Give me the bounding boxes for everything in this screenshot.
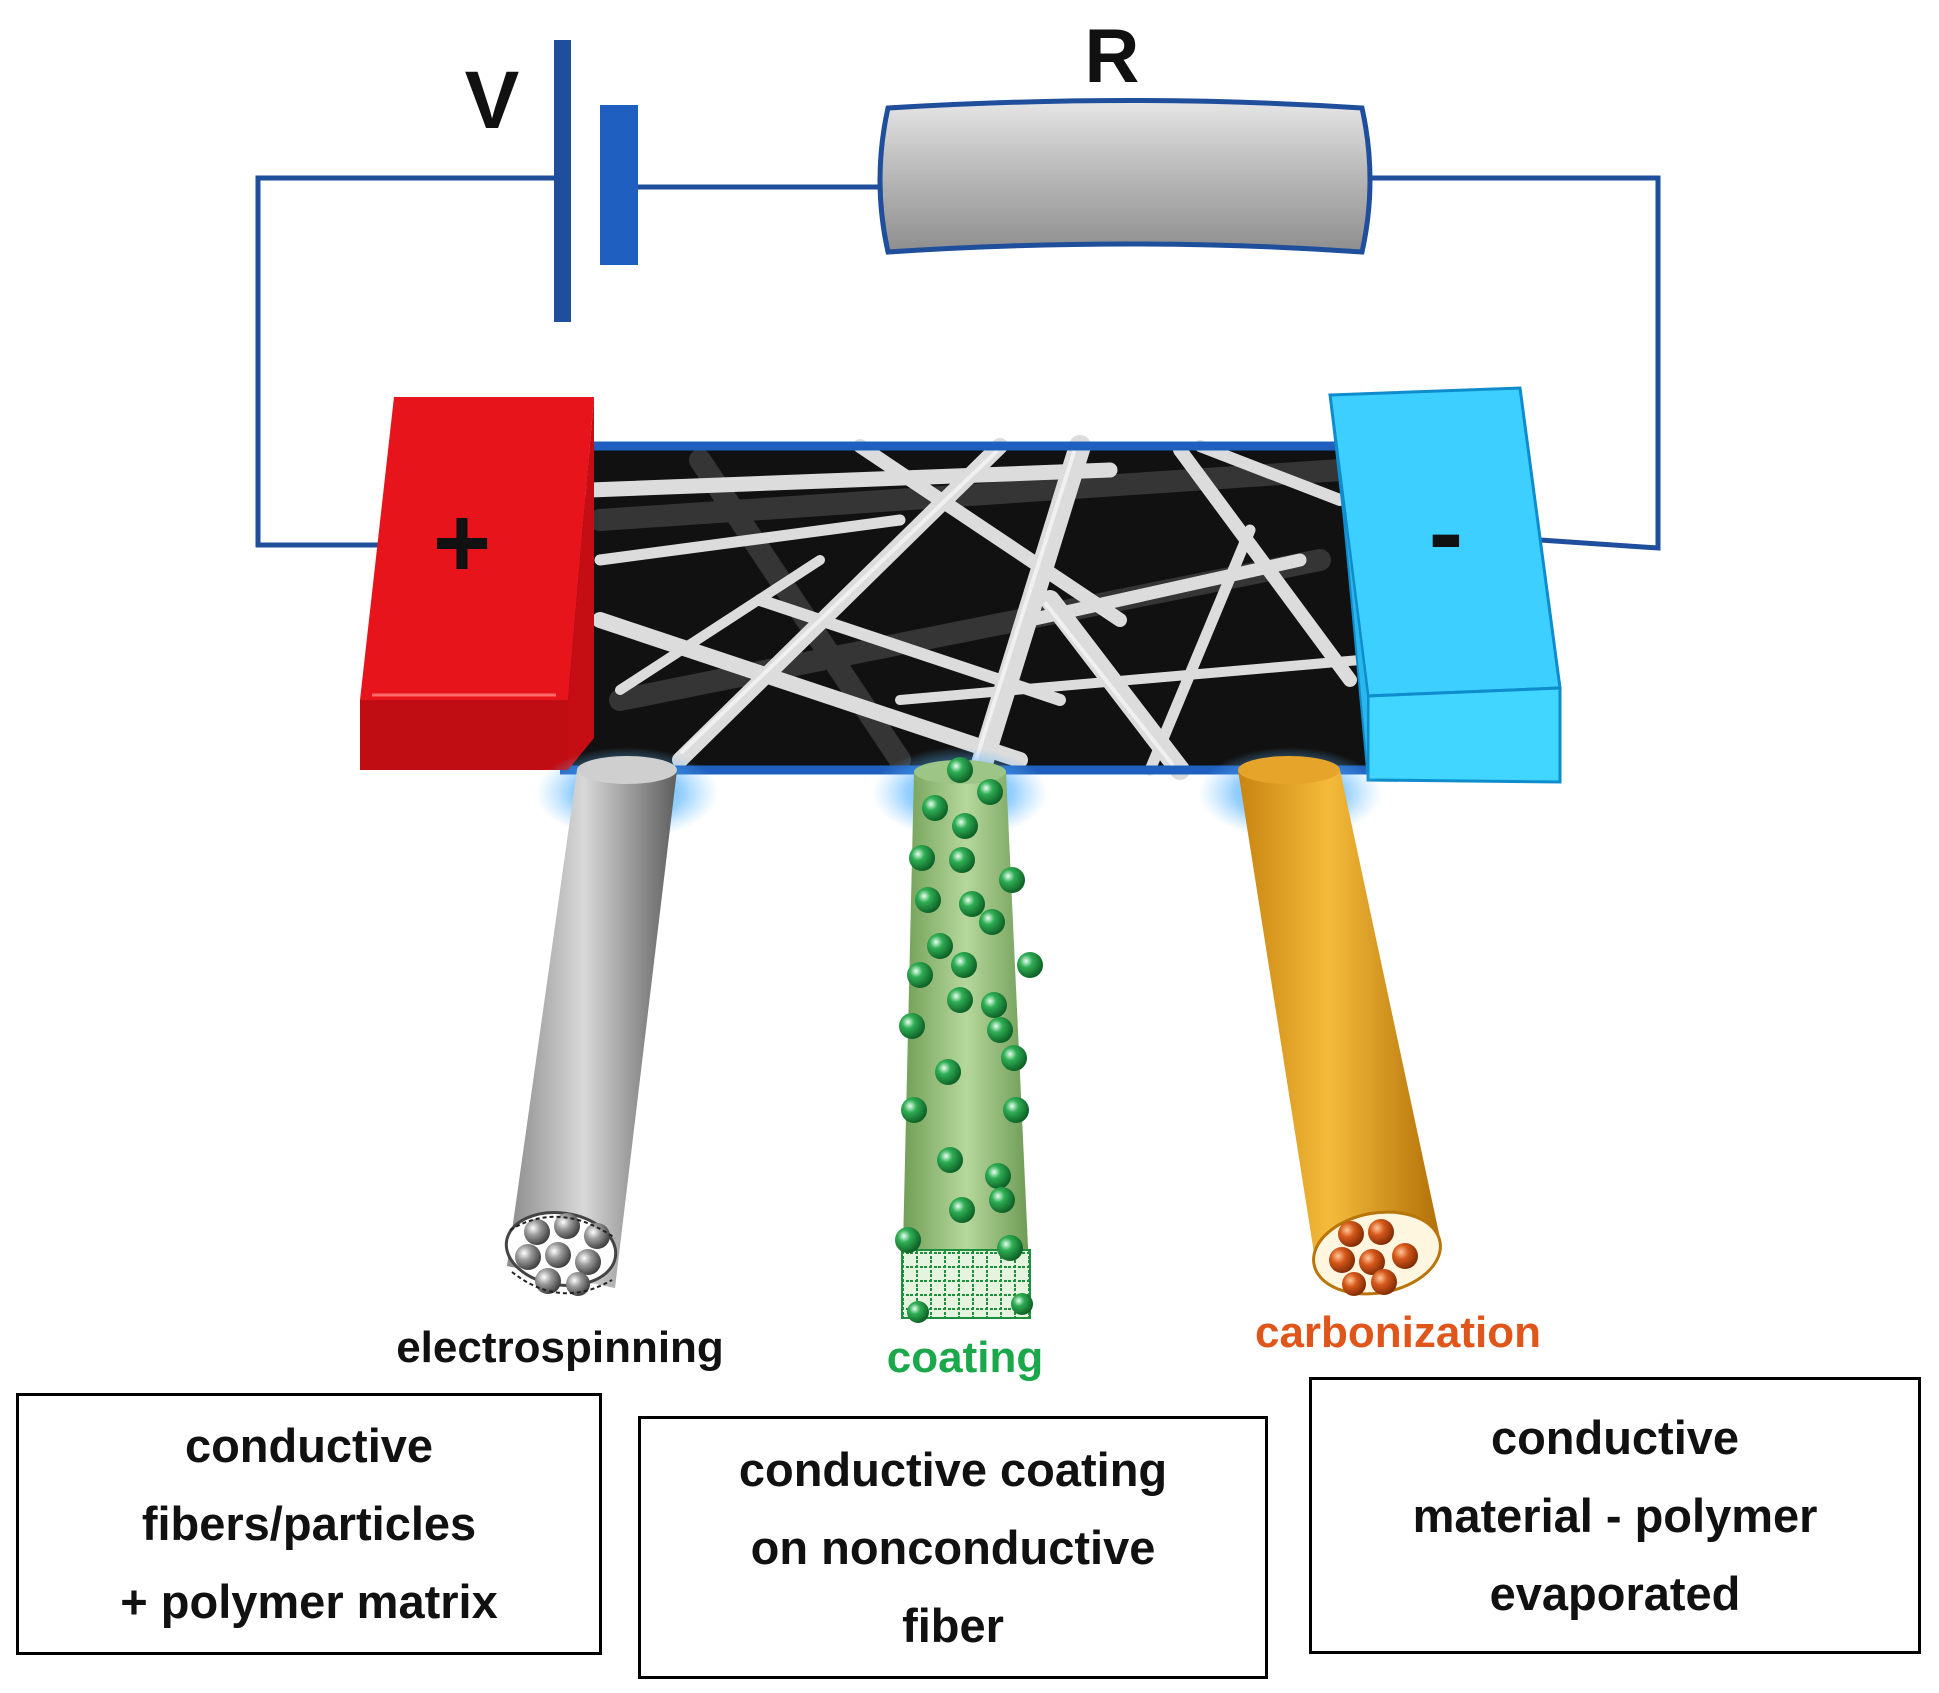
positive-sign: + [433,487,491,599]
box3-line2: material - polymer [1412,1488,1818,1542]
negative-electrode [1328,386,1562,784]
method-label-coating: coating [887,1333,1043,1382]
resistor-symbol [877,98,1373,255]
gray-particles [509,1213,616,1296]
resistor-label: R [1085,14,1140,99]
method-label-carbonization: carbonization [1255,1308,1541,1357]
description-box-carbonization: conductive material - polymer evaporated [1309,1377,1921,1654]
orange-particles [1329,1219,1418,1296]
method-label-electrospinning: electrospinning [396,1323,724,1372]
green-particles [895,757,1043,1323]
positive-electrode [360,397,594,770]
box1-line3: + polymer matrix [120,1575,498,1628]
box1-line2: fibers/particles [141,1497,477,1550]
box2-line2: on nonconductive [750,1520,1156,1574]
nanofiber-mat [560,435,1370,781]
box2-line1: conductive coating [738,1442,1168,1496]
box1-line1: conductive [184,1419,434,1472]
description-box-electrospinning: conductive fibers/particles + polymer ma… [16,1393,602,1655]
negative-sign: - [1429,475,1464,591]
description-box-coating: conductive coating on nonconductive fibe… [638,1416,1268,1679]
box3-line1: conductive [1490,1410,1740,1464]
gray-fiber [504,756,677,1288]
circuit-wires [255,175,1661,551]
green-fiber [901,760,1031,1319]
orange-fiber [1238,756,1442,1296]
battery-symbol [554,40,638,322]
box2-line3: fiber [902,1598,1004,1652]
box3-line3: evaporated [1489,1566,1741,1620]
voltage-label: V [465,55,520,146]
